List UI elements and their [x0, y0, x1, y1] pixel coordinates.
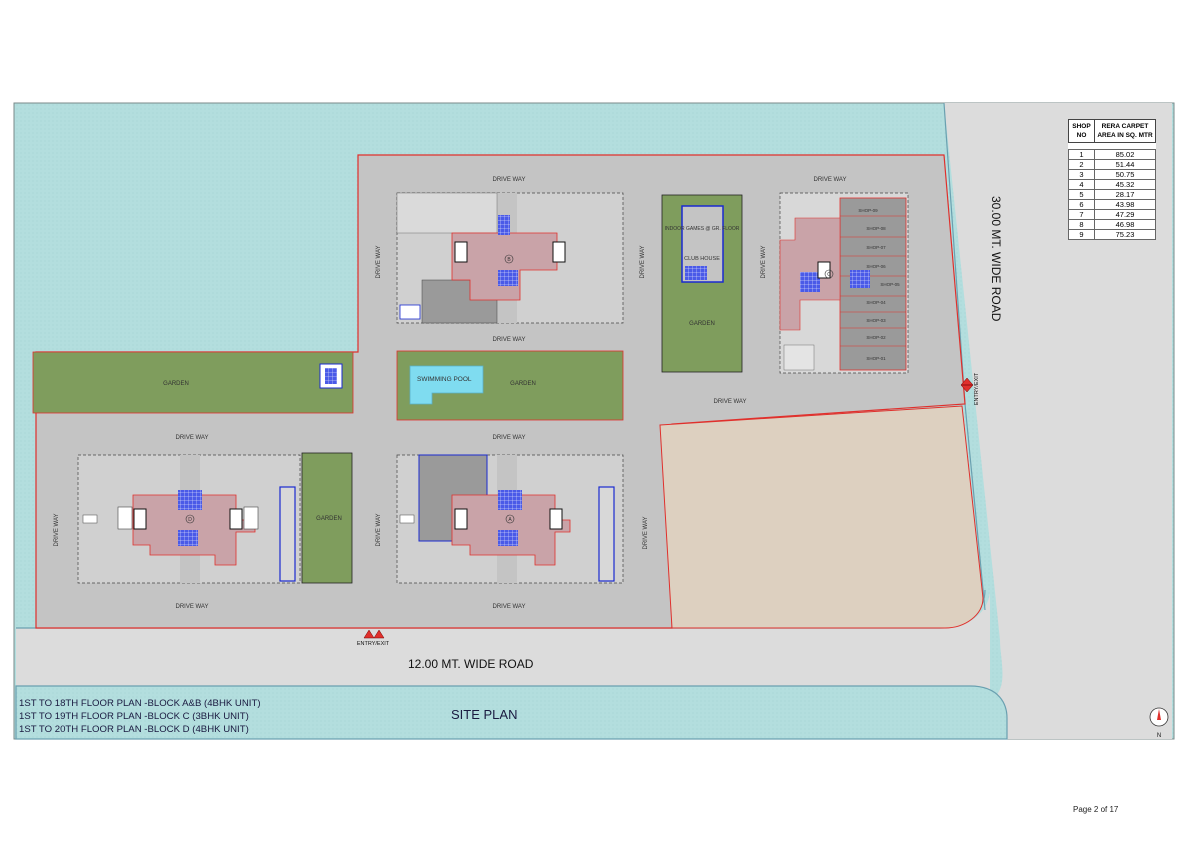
block-c: [779, 192, 909, 374]
carpet-area-cell: 75.23: [1094, 229, 1156, 240]
drive-way-label: DRIVE WAY: [813, 177, 846, 183]
block-a: [396, 454, 624, 584]
drive-way-label: DRIVE WAY: [640, 245, 646, 278]
shop-no-cell: 3: [1068, 169, 1095, 180]
drive-way-label: DRIVE WAY: [376, 513, 382, 546]
block-a-mark: A: [508, 517, 512, 523]
carpet-area-cell: 46.98: [1094, 219, 1156, 230]
shop-label: SHOP-01: [866, 356, 886, 361]
note-line: 1ST TO 19TH FLOOR PLAN -BLOCK C (3BHK UN…: [19, 711, 249, 722]
entry-exit-label-bottom: ENTRY/EXIT: [357, 641, 390, 647]
floor-plan-notes: 1ST TO 18TH FLOOR PLAN -BLOCK A&B (4BHK …: [19, 697, 261, 736]
shop-no-cell: 1: [1068, 149, 1095, 160]
entry-exit-bottom: [363, 629, 385, 639]
shop-label: SHOP-02: [866, 335, 886, 340]
carpet-area-cell: 47.29: [1094, 209, 1156, 220]
shop-no-cell: 8: [1068, 219, 1095, 230]
block-marks: B D A C: [188, 257, 831, 523]
carpet-area-header: RERA CARPET AREA IN SQ. MTR: [1094, 119, 1156, 143]
block-d-mark: D: [188, 517, 192, 523]
shop-no-cell: 9: [1068, 229, 1095, 240]
road-bottom: [16, 590, 990, 700]
drive-way-label: DRIVE WAY: [761, 245, 767, 278]
shop-label: SHOP-03: [866, 318, 886, 323]
drive-way-label: DRIVE WAY: [54, 513, 60, 546]
shop-no-cell: 4: [1068, 179, 1095, 190]
shop-label: SHOP-06: [866, 264, 886, 269]
drive-way-label: DRIVE WAY: [492, 337, 525, 343]
club-house-label: CLUB HOUSE: [684, 256, 720, 262]
block-b: [396, 192, 624, 324]
garden-block-d: [301, 452, 353, 584]
bottom-road-label: 12.00 MT. WIDE ROAD: [408, 657, 534, 671]
drive-way-label: DRIVE WAY: [713, 399, 746, 405]
drive-way-label: DRIVE WAY: [376, 245, 382, 278]
carpet-area-cell: 51.44: [1094, 159, 1156, 170]
shop-labels: SHOP-09 SHOP-08 SHOP-07 SHOP-06 SHOP-05 …: [858, 208, 900, 361]
drive-way-label: DRIVE WAY: [492, 435, 525, 441]
drive-way-label: DRIVE WAY: [492, 177, 525, 183]
drive-way-label: DRIVE WAY: [492, 604, 525, 610]
entry-exit-right: [960, 377, 974, 393]
swimming-pool-label: SWIMMING POOL: [417, 376, 472, 383]
open-land: [659, 405, 984, 629]
shop-label: SHOP-05: [880, 282, 900, 287]
shop-no-cell: 2: [1068, 159, 1095, 170]
garden-label: GARDEN: [163, 381, 189, 387]
page-number: Page 2 of 17: [1073, 805, 1119, 814]
shop-no-header: SHOP NO: [1068, 119, 1095, 143]
carpet-area-cell: 43.98: [1094, 199, 1156, 210]
garden-label: GARDEN: [316, 516, 342, 522]
shop-no-cell: 7: [1068, 209, 1095, 220]
note-line: 1ST TO 20TH FLOOR PLAN -BLOCK D (4BHK UN…: [19, 724, 249, 735]
north-label: N: [1157, 733, 1161, 739]
shop-label: SHOP-04: [866, 300, 886, 305]
block-b-mark: B: [507, 257, 511, 263]
garden-labels: GARDEN GARDEN GARDEN GARDEN: [163, 321, 715, 522]
carpet-area-cell: 85.02: [1094, 149, 1156, 160]
garden-label: GARDEN: [689, 321, 715, 327]
block-d: [77, 454, 301, 584]
drive-way-label: DRIVE WAY: [175, 604, 208, 610]
north-compass: [1149, 707, 1169, 727]
garden-left: [32, 351, 354, 414]
shop-no-cell: 5: [1068, 189, 1095, 200]
carpet-area-cell: 45.32: [1094, 179, 1156, 190]
page-title: SITE PLAN: [451, 707, 518, 722]
shop-label: SHOP-07: [866, 245, 886, 250]
carpet-area-cell: 50.75: [1094, 169, 1156, 180]
club-house-top-label: INDOOR GAMES @ GR. FLOOR: [665, 226, 740, 232]
swimming-pool: [409, 365, 484, 405]
garden-label: GARDEN: [510, 381, 536, 387]
right-road-label: 30.00 MT. WIDE ROAD: [989, 196, 1003, 322]
carpet-area-cell: 28.17: [1094, 189, 1156, 200]
shop-label: SHOP-09: [858, 208, 878, 213]
drive-way-label: DRIVE WAY: [175, 435, 208, 441]
block-c-mark: C: [827, 272, 831, 278]
shop-no-cell: 6: [1068, 199, 1095, 210]
road-right: [944, 103, 1172, 739]
drive-way-label: DRIVE WAY: [643, 516, 649, 549]
entry-exit-label-right: ENTRY/EXIT: [974, 372, 980, 405]
note-line: 1ST TO 18TH FLOOR PLAN -BLOCK A&B (4BHK …: [19, 698, 261, 709]
drive-way-labels: DRIVE WAY DRIVE WAY DRIVE WAY DRIVE WAY …: [54, 177, 847, 610]
shop-label: SHOP-08: [866, 226, 886, 231]
